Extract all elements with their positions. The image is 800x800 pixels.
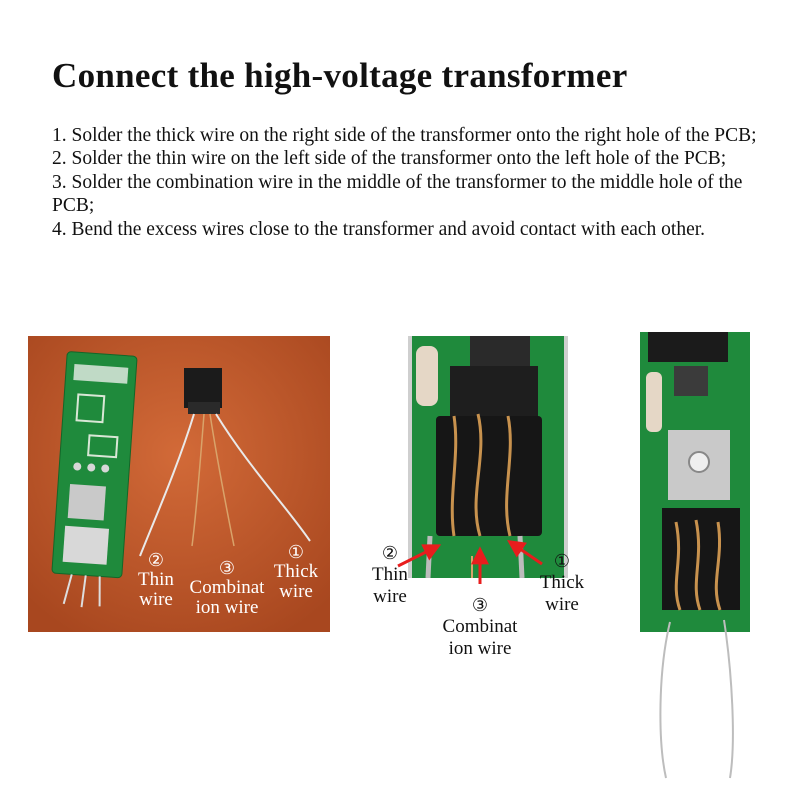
step-item: 2. Solder the thin wire on the left side…: [52, 148, 727, 170]
instruction-steps: 1. Solder the thick wire on the right si…: [52, 124, 772, 241]
arrow-overlay: [397, 539, 543, 584]
arrow-thick: [507, 539, 543, 566]
page-title: Connect the high-voltage transformer: [52, 56, 628, 95]
arrow-thin: [397, 544, 442, 568]
step-item: 1. Solder the thick wire on the right si…: [52, 125, 757, 146]
step-item: 3. Solder the combination wire in the mi…: [52, 171, 743, 217]
label-combination-wire: ③ Combinat ion wire: [442, 595, 518, 659]
label-thick-wire: ① Thick wire: [273, 542, 319, 602]
photo-soldered-closeup: [408, 336, 568, 578]
photo-parts-layout: ② Thin wire ③ Combinat ion wire ① Thick …: [28, 336, 330, 632]
parts-illustration: [28, 336, 330, 632]
label-thin-wire: ② Thin wire: [372, 543, 408, 607]
finished-board-illustration: [640, 332, 750, 779]
label-combination-wire: ③ Combinat ion wire: [189, 558, 265, 618]
closeup-illustration: [408, 336, 568, 578]
label-thick-wire: ① Thick wire: [539, 551, 585, 615]
step-item: 4. Bend the excess wires close to the tr…: [52, 218, 706, 240]
photo-finished-board: [640, 332, 750, 780]
label-thin-wire: ② Thin wire: [138, 550, 174, 610]
